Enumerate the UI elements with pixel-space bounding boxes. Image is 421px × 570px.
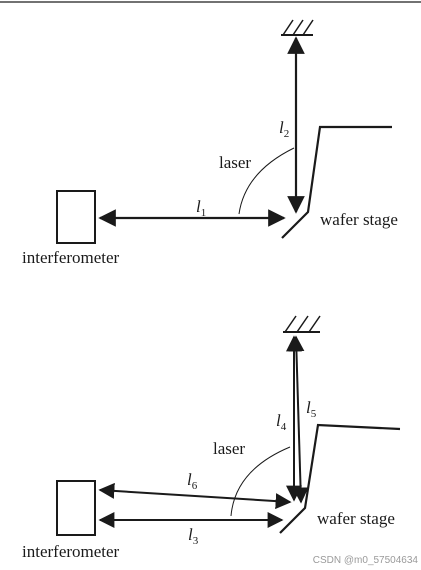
- bottom-label-l5: l5: [306, 398, 317, 420]
- bottom-ceiling-mirror: [283, 315, 321, 333]
- bottom-interferometer-label: interferometer: [22, 542, 120, 561]
- bottom-wafer-stage: [279, 423, 401, 534]
- top-interferometer-box: [56, 190, 96, 244]
- top-interferometer-label: interferometer: [22, 248, 120, 267]
- top-laser-pointer: [238, 147, 295, 215]
- bottom-beam-l6: [98, 482, 292, 510]
- bottom-laser-pointer: [230, 446, 291, 517]
- bottom-laser-label: laser: [213, 439, 245, 458]
- bottom-wafer-stage-label: wafer stage: [317, 509, 395, 528]
- top-label-l2: l2: [279, 118, 289, 140]
- bottom-label-l4: l4: [276, 411, 287, 433]
- top-wafer-stage-label: wafer stage: [320, 210, 398, 229]
- bottom-diagram: l4 l5 l6 l3 laser wafer stage interferom…: [22, 315, 401, 561]
- top-ceiling-mirror: [281, 19, 314, 36]
- bottom-beam-l5: [288, 335, 309, 504]
- top-wafer-stage: [281, 125, 392, 239]
- top-laser-label: laser: [219, 153, 251, 172]
- watermark: CSDN @m0_57504634: [313, 555, 419, 566]
- bottom-label-l6: l6: [187, 470, 198, 492]
- top-label-l1: l1: [196, 197, 206, 219]
- top-diagram: l2 l1 laser wafer stage interferometer: [22, 19, 398, 267]
- bottom-label-l3: l3: [188, 525, 199, 547]
- bottom-interferometer-box: [56, 480, 96, 536]
